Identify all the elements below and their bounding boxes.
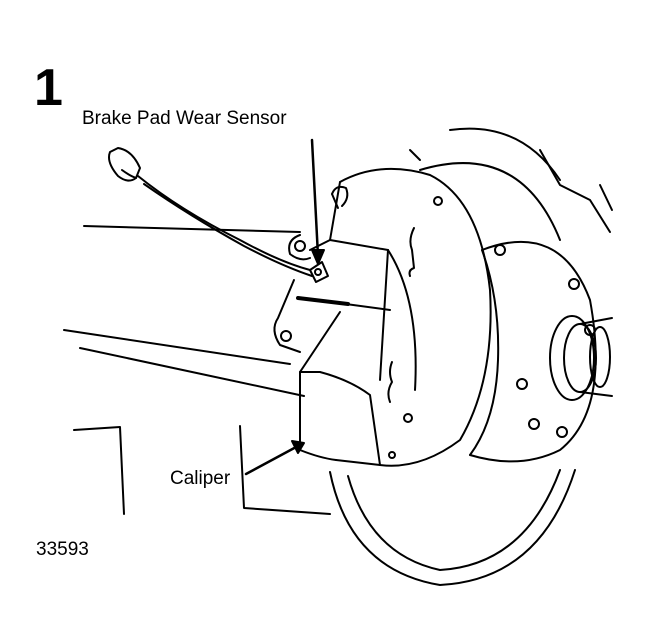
sensor-arrow-head xyxy=(311,249,325,265)
caliper-body xyxy=(273,167,492,467)
caliper-label: Caliper xyxy=(170,468,231,489)
wheel-hub xyxy=(469,240,613,463)
step-number: 1 xyxy=(34,59,63,117)
brake-pad-wear-sensor-label: Brake Pad Wear Sensor xyxy=(82,108,287,129)
sensor-cable xyxy=(108,147,329,283)
vehicle-body-lines xyxy=(63,127,613,515)
caliper-arrow-head xyxy=(291,440,305,454)
callout-arrows xyxy=(244,138,350,476)
figure-id: 33593 xyxy=(36,539,89,560)
brake-rotor xyxy=(329,162,576,586)
